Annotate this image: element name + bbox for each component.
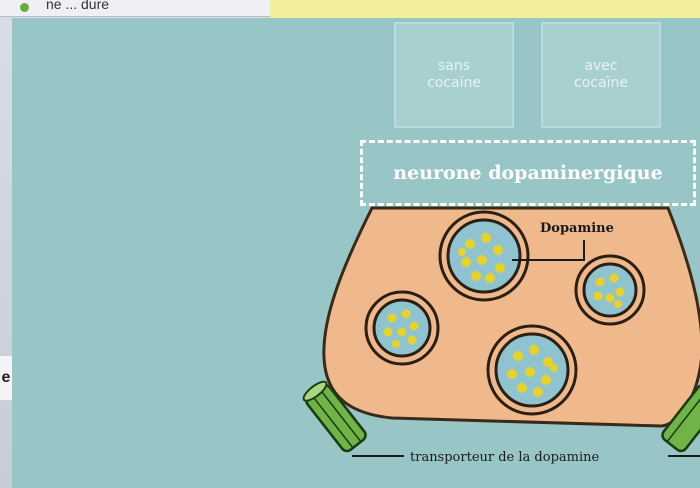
dopamine-leader-line: [512, 240, 585, 261]
background-window-titlebar: ne ... dure: [0, 0, 270, 17]
transporter-label: transporteur de la dopamine: [410, 450, 599, 465]
background-strip: [270, 0, 700, 18]
neuron-illustration: Dopamine transporteur de la dopamine: [302, 206, 700, 465]
neuron-title: neurone dopaminergique: [360, 140, 696, 206]
vesicle: [574, 254, 646, 326]
sans-cocaine-button[interactable]: sans cocaïne: [394, 22, 514, 128]
animation-panel: sans cocaïne avec cocaïne: [12, 18, 700, 488]
transporter-right: [661, 383, 700, 453]
vesicle: [486, 324, 578, 416]
background-window-title: ne ... dure: [46, 0, 110, 12]
avec-cocaine-button[interactable]: avec cocaïne: [541, 22, 661, 128]
transporter-left: [302, 380, 367, 453]
vesicle: [438, 210, 530, 302]
vesicle: [364, 290, 440, 366]
dopamine-label: Dopamine: [540, 221, 614, 236]
bullet-icon: [20, 3, 29, 12]
